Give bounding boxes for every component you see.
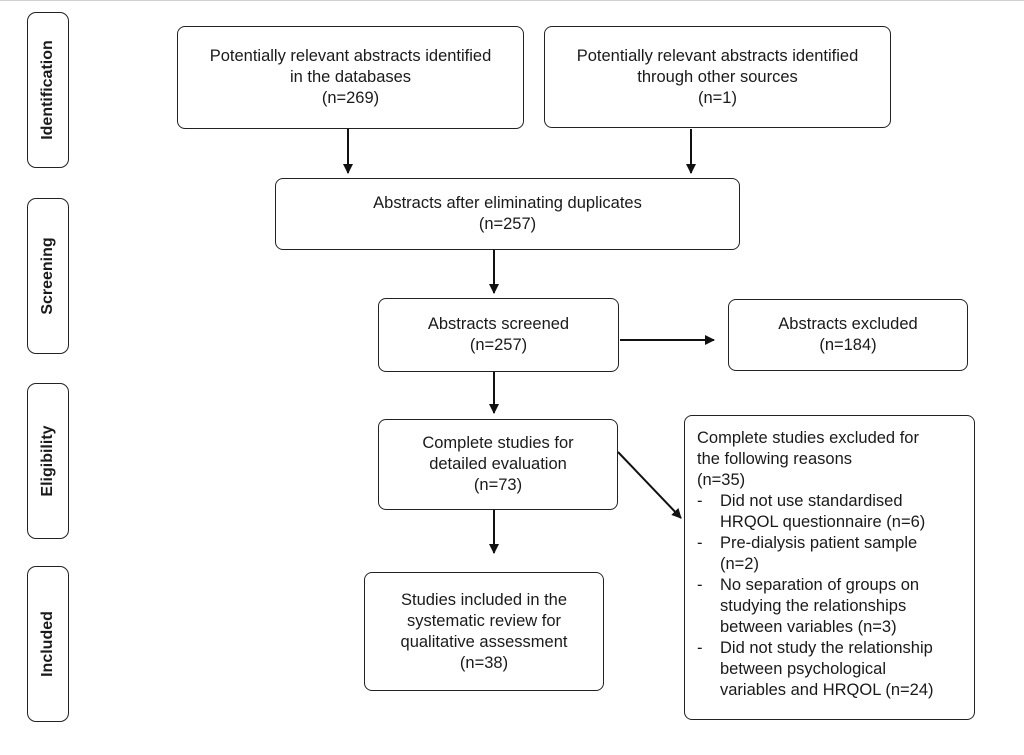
other-sources-line-2: through other sources (637, 67, 798, 86)
reason-4-line-1: Did not study the relationship (720, 639, 933, 657)
stage-identification: Identification (27, 12, 69, 168)
screened-count: (n=257) (469, 336, 528, 354)
reason-1-line-1: Did not use standardised (720, 492, 903, 510)
screened-line-1: Abstracts screened (427, 315, 570, 333)
included-line-3: qualitative assessment (400, 632, 568, 651)
reason-bullet: - (697, 534, 703, 552)
full-text-line-2: detailed evaluation (429, 455, 567, 473)
box-other-sources: Potentially relevant abstracts identifie… (544, 26, 891, 128)
ft-excluded-line-2: the following reasons (697, 450, 853, 468)
reason-3-line-1: No separation of groups on (720, 576, 920, 594)
reason-3-line-2: studying the relationships (720, 597, 907, 615)
box-databases: Potentially relevant abstracts identifie… (177, 26, 524, 129)
duplicates-line-1: Abstracts after eliminating duplicates (373, 194, 642, 212)
reason-bullet: - (697, 492, 703, 510)
stage-included: Included (27, 566, 69, 722)
box-included: Studies included in the systematic revie… (364, 572, 604, 691)
included-count: (n=38) (459, 653, 509, 672)
excluded-count: (n=184) (819, 336, 877, 354)
ft-excluded-count: (n=35) (697, 471, 746, 489)
duplicates-count: (n=257) (478, 215, 537, 233)
databases-count: (n=269) (321, 89, 380, 107)
stage-screening: Screening (27, 198, 69, 354)
box-full-text-excluded: Complete studies excluded for the follow… (684, 415, 975, 720)
arrow-fulltext-to-excluded-reasons (617, 451, 682, 519)
reason-bullet: - (697, 639, 703, 657)
reason-4-line-2: between psychological (720, 660, 887, 678)
other-sources-count: (n=1) (698, 88, 737, 107)
stage-eligibility: Eligibility (27, 383, 69, 539)
exclusion-reason: - No separation of groups on studying th… (697, 575, 919, 638)
databases-line-2: in the databases (289, 68, 412, 86)
databases-line-1: Potentially relevant abstracts identifie… (209, 47, 492, 65)
full-text-line-1: Complete studies for (422, 434, 574, 452)
included-line-1: Studies included in the (400, 590, 568, 609)
box-screened: Abstracts screened (n=257) (378, 298, 619, 372)
exclusion-reason: - Did not use standardised HRQOL questio… (697, 491, 925, 533)
reason-4-line-3: variables and HRQOL (n=24) (720, 681, 934, 699)
ft-excluded-line-1: Complete studies excluded for (697, 429, 919, 447)
reason-bullet: - (697, 576, 703, 594)
box-abstracts-excluded: Abstracts excluded (n=184) (728, 299, 968, 371)
box-duplicates-removed: Abstracts after eliminating duplicates (… (275, 178, 740, 250)
box-full-text: Complete studies for detailed evaluation… (378, 419, 618, 510)
top-rule (0, 0, 1024, 1)
reason-1-line-2: HRQOL questionnaire (n=6) (720, 513, 926, 531)
exclusion-reason: - Pre-dialysis patient sample (n=2) (697, 533, 917, 575)
reason-2-line-2: (n=2) (720, 555, 759, 573)
reason-3-line-3: between variables (n=3) (720, 618, 897, 636)
excluded-line-1: Abstracts excluded (778, 315, 918, 333)
other-sources-line-1: Potentially relevant abstracts identifie… (576, 46, 859, 65)
reason-2-line-1: Pre-dialysis patient sample (720, 534, 918, 552)
exclusion-reason: - Did not study the relationship between… (697, 638, 934, 701)
full-text-count: (n=73) (473, 476, 523, 494)
included-line-2: systematic review for (406, 611, 562, 630)
